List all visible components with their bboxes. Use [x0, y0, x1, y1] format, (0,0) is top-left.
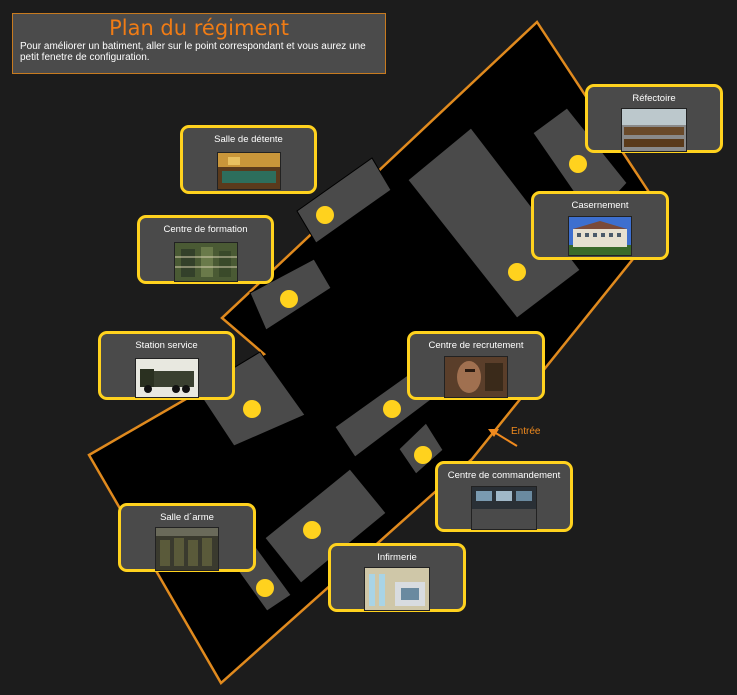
card-infirmerie[interactable]: Infirmerie: [328, 543, 466, 612]
refectory-photo: [621, 108, 687, 152]
card-station-service[interactable]: Station service: [98, 331, 235, 400]
infirmary-photo: [364, 567, 430, 611]
marker-centre-de-formation[interactable]: [280, 290, 298, 308]
card-title: Casernement: [571, 200, 629, 211]
card-title: Réfectoire: [632, 93, 676, 104]
card-casernement[interactable]: Casernement: [531, 191, 669, 260]
card-title: Infirmerie: [377, 552, 417, 563]
marker-centre-de-commandement[interactable]: [414, 446, 432, 464]
marker-centre-de-recrutement[interactable]: [383, 400, 401, 418]
page-title: Plan du régiment: [109, 16, 289, 40]
lounge-photo: [216, 152, 281, 190]
marker-refectoire[interactable]: [569, 155, 587, 173]
card-centre-de-recrutement[interactable]: Centre de recrutement: [407, 331, 545, 400]
entrance-arrow-icon: [488, 429, 518, 447]
card-salle-d-arme[interactable]: Salle d´arme: [118, 503, 256, 572]
recruitment-photo: [444, 356, 508, 398]
marker-salle-de-detente[interactable]: [316, 206, 334, 224]
card-centre-de-commandement[interactable]: Centre de commandement: [435, 461, 573, 532]
marker-infirmerie[interactable]: [303, 521, 321, 539]
armory-photo: [155, 527, 219, 571]
barracks-photo: [568, 216, 632, 256]
card-title: Centre de recrutement: [428, 340, 524, 351]
card-salle-de-detente[interactable]: Salle de détente: [180, 125, 317, 194]
card-title: Centre de formation: [163, 224, 248, 235]
command-center-photo: [471, 486, 537, 530]
card-centre-de-formation[interactable]: Centre de formation: [137, 215, 274, 284]
card-refectoire[interactable]: Réfectoire: [585, 84, 723, 153]
card-title: Salle de détente: [214, 134, 283, 145]
card-title: Station service: [135, 340, 198, 351]
card-title: Centre de commandement: [447, 470, 561, 481]
building-infirmerie[interactable]: [264, 468, 387, 584]
entrance-label: Entrée: [511, 426, 541, 437]
building-casernement[interactable]: [407, 127, 581, 319]
page-description: Pour améliorer un batiment, aller sur le…: [20, 41, 366, 63]
info-panel: Plan du régiment Pour améliorer un batim…: [12, 13, 386, 74]
card-title: Salle d´arme: [160, 512, 214, 523]
training-photo: [173, 242, 238, 282]
marker-station-service[interactable]: [243, 400, 261, 418]
marker-salle-d-arme[interactable]: [256, 579, 274, 597]
marker-casernement[interactable]: [508, 263, 526, 281]
fuel-truck-photo: [134, 358, 199, 398]
